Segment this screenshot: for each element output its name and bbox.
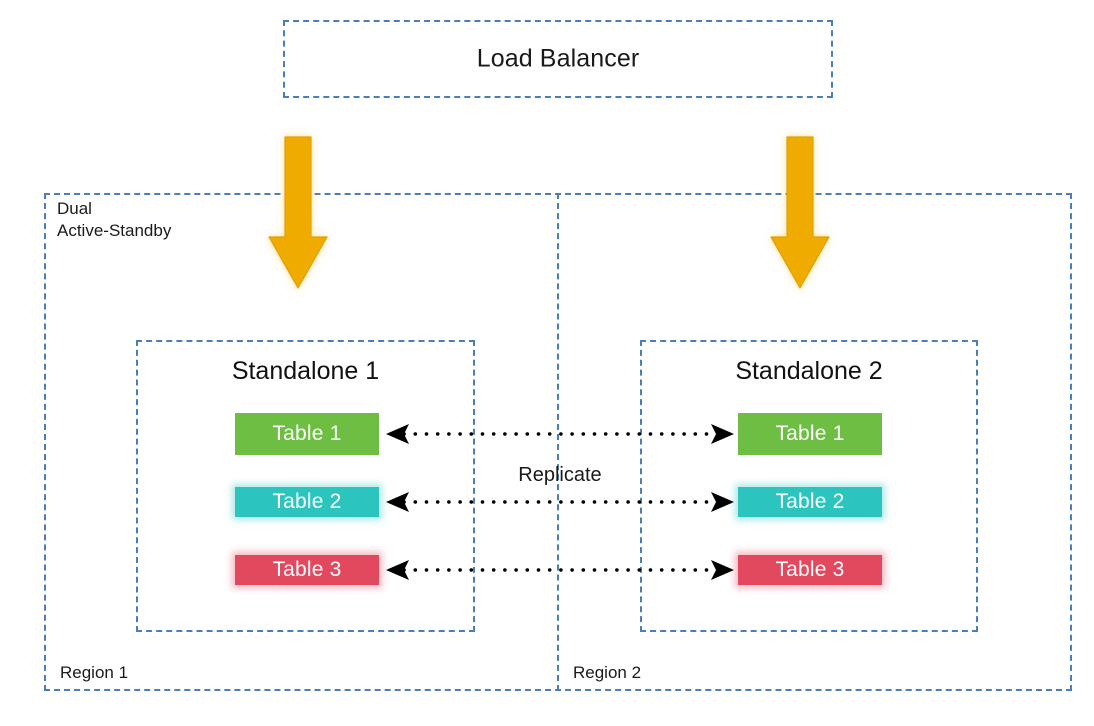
standalone-2-table-2[interactable]: Table 2: [738, 487, 882, 517]
standalone-1-table-1[interactable]: Table 1: [235, 413, 379, 455]
replicate-label: Replicate: [518, 464, 602, 486]
standalone-1-table-2[interactable]: Table 2: [235, 487, 379, 517]
standalone-1-table-3[interactable]: Table 3: [235, 555, 379, 585]
region-divider-line: [557, 193, 559, 691]
standalone-1-box: Standalone 1: [136, 340, 475, 632]
standalone-2-title: Standalone 2: [735, 357, 883, 385]
region-2-label: Region 2: [573, 663, 642, 682]
dual-active-standby-label: Dual Active-Standby: [57, 199, 172, 241]
standalone-2-table-1[interactable]: Table 1: [738, 413, 882, 455]
standalone-1-title: Standalone 1: [231, 357, 380, 385]
load-balancer-box: Load Balancer: [283, 20, 833, 98]
standalone-2-table-3[interactable]: Table 3: [738, 555, 882, 585]
standalone-2-box: Standalone 2: [640, 340, 978, 632]
region-1-label: Region 1: [60, 663, 129, 682]
load-balancer-label: Load Balancer: [476, 44, 640, 73]
